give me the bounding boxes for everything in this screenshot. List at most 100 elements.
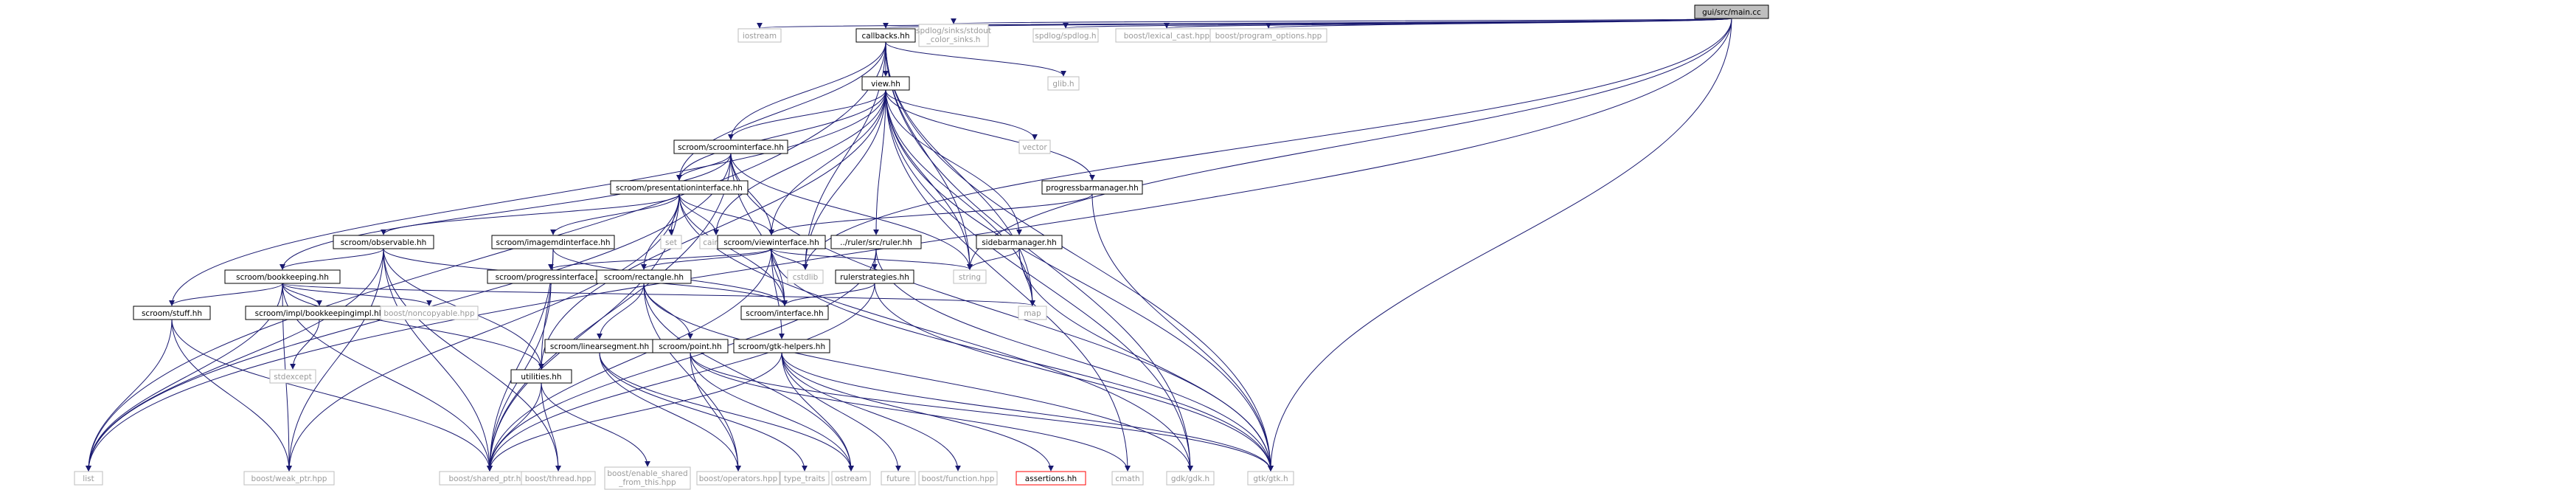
edge-view_hh-to-progressbarmanager_hh [885,89,1095,181]
edge-view_hh-to-cmath [885,89,1131,472]
edge-sidebarmanager_hh-to-gtk_h [1018,248,1274,472]
node-label: progressbarmanager.hh [1046,184,1138,193]
edge-callbacks_hh-to-scroominterface_hh [728,41,886,140]
node-box [133,306,211,320]
edge-observable_hh-to-weak_ptr [286,248,384,472]
node-box [224,269,341,284]
node-scroominterface-hh[interactable]: scroom/scroominterface.hh [673,139,788,154]
node-label: scroom/interface.hh [746,309,823,318]
edge-viewinterface_hh-to-gtk_h [771,248,1274,472]
node-program-options: boost/program_options.hpp [1209,28,1327,43]
node-vector: vector [1018,139,1051,154]
node-rectangle-hh[interactable]: scroom/rectangle.hh [596,269,692,284]
edge-presentationinterface_hh-to-interface_h [678,193,788,306]
edge-scroominterface_hh-to-interface_h [730,153,788,306]
node-interface-h[interactable]: scroom/interface.hh [740,306,829,320]
edge-callbacks_hh-to-list [86,41,886,472]
node-box [1018,306,1047,320]
node-stuff-hh[interactable]: scroom/stuff.hh [133,306,211,320]
node-progressbarmanager-hh[interactable]: progressbarmanager.hh [1041,180,1143,195]
node-callbacks-hh[interactable]: callbacks.hh [855,28,916,43]
edge-linearsegment_hh-to-ostream [599,352,854,472]
node-presentationinterface-hh[interactable]: scroom/presentationinterface.hh [610,180,749,195]
edge-callbacks_hh-to-presentationinterface_hh [676,41,886,181]
node-box [660,235,682,249]
node-imagemdinterface-hh[interactable]: scroom/imagemdinterface.hh [491,235,615,249]
node-view-hh[interactable]: view.hh [861,76,910,91]
node-list: list [74,471,103,486]
node-box [596,269,692,284]
node-box [1016,471,1086,486]
node-sidebarmanager-hh[interactable]: sidebarmanager.hh [976,235,1063,249]
node-box [1047,76,1080,91]
edge-point_hh-to-ostream [690,352,854,472]
edge-linearsegment_hh-to-type_traits [599,352,808,472]
node-cmath: cmath [1111,471,1144,486]
node-rulerstrategies-hh[interactable]: rulerstrategies.hh [835,269,914,284]
node-cstdlib: cstdlib [787,269,824,284]
node-label: _from_this.hpp [618,478,676,487]
node-label: callbacks.hh [861,32,909,41]
edge-gtk_helpers_hh-to-function_hpp [781,352,961,472]
node-bookkeepingimpl-hh[interactable]: scroom/impl/bookkeepingimpl.hh [245,306,394,320]
node-box [717,235,826,249]
node-viewinterface-hh[interactable]: scroom/viewinterface.hh [717,235,826,249]
edge-rectangle_hh-to-gdk_h [643,283,1193,472]
node-observable-hh[interactable]: scroom/observable.hh [333,235,434,249]
node-box [74,471,103,486]
edge-viewinterface_hh-to-progressinterface_hh [548,248,772,270]
node-box [855,28,916,43]
node-box [918,471,998,486]
edge-stuff_hh-to-list [86,319,173,472]
node-set: set [660,235,682,249]
node-label: scroom/scroominterface.hh [678,143,784,152]
edge-imagemdinterface_hh-to-shared_ptr [487,248,554,472]
node-label: sidebarmanager.hh [982,238,1057,247]
node-label: future [886,475,910,483]
node-gtk-h: gtk/gtk.h [1247,471,1294,486]
node-operators: boost/operators.hpp [696,471,780,486]
edge-rectangle_hh-to-point_hh [643,283,693,339]
node-bookkeeping-hh[interactable]: scroom/bookkeeping.hh [224,269,341,284]
edge-utilities_hh-to-shared_ptr [487,382,542,472]
edge-progressbarmanager_hh-to-viewinterface_hh [768,193,1093,235]
node-label: scroom/point.hh [659,342,721,351]
edge-bookkeeping_hh-to-stuff_hh [169,283,283,306]
node-point-hh[interactable]: scroom/point.hh [652,339,729,353]
edge-presentationinterface_hh-to-observable_hh [381,193,680,235]
edge-bookkeeping_hh-to-utilities_hh [282,283,544,370]
node-noncopyable: boost/noncopyable.hpp [380,306,479,320]
edge-rectangle_hh-to-operators [643,283,741,472]
node-label: scroom/imagemdinterface.hh [496,238,610,247]
node-label: boost/function.hpp [922,475,995,483]
node-label: iostream [743,32,777,41]
edge-scroominterface_hh-to-string [730,153,973,270]
node-shared-ptr: boost/shared_ptr.hpp [439,471,541,486]
node-label: boost/weak_ptr.hpp [251,475,327,483]
edge-view_hh-to-presentationinterface_hh [676,89,886,181]
node-assertions-hh[interactable]: assertions.hh [1016,471,1086,486]
node-label: scroom/progressinterface.hh [496,273,607,282]
node-type-traits: type_traits [780,471,830,486]
node-gtk-helpers-hh[interactable]: scroom/gtk-helpers.hh [733,339,830,353]
edge-main_cc-to-cstdlib [802,18,1732,270]
node-box [604,466,691,490]
edge-scroominterface_hh-to-presentationinterface_hh [676,153,732,181]
node-progressinterface-hh[interactable]: scroom/progressinterface.hh [487,269,615,284]
node-box [652,339,729,353]
edge-scroominterface_hh-to-bookkeeping_hh [280,153,732,270]
node-function-hpp: boost/function.hpp [918,471,998,486]
node-box [521,471,596,486]
edge-view_hh-to-map [885,89,1035,306]
node-linearsegment-hh[interactable]: scroom/linearsegment.hh [544,339,655,353]
node-stdexcept: stdexcept [269,369,316,384]
node-utilities-hh[interactable]: utilities.hh [510,369,572,384]
node-box [1018,139,1051,154]
node-box [333,235,434,249]
node-label: view.hh [871,80,900,89]
node-box [830,235,922,249]
node-ruler-hh[interactable]: ../ruler/src/ruler.hh [830,235,922,249]
node-label: set [665,238,677,247]
node-main-cc[interactable]: gui/src/main.cc [1694,4,1769,19]
edge-main_cc-to-program_options [1266,18,1732,29]
